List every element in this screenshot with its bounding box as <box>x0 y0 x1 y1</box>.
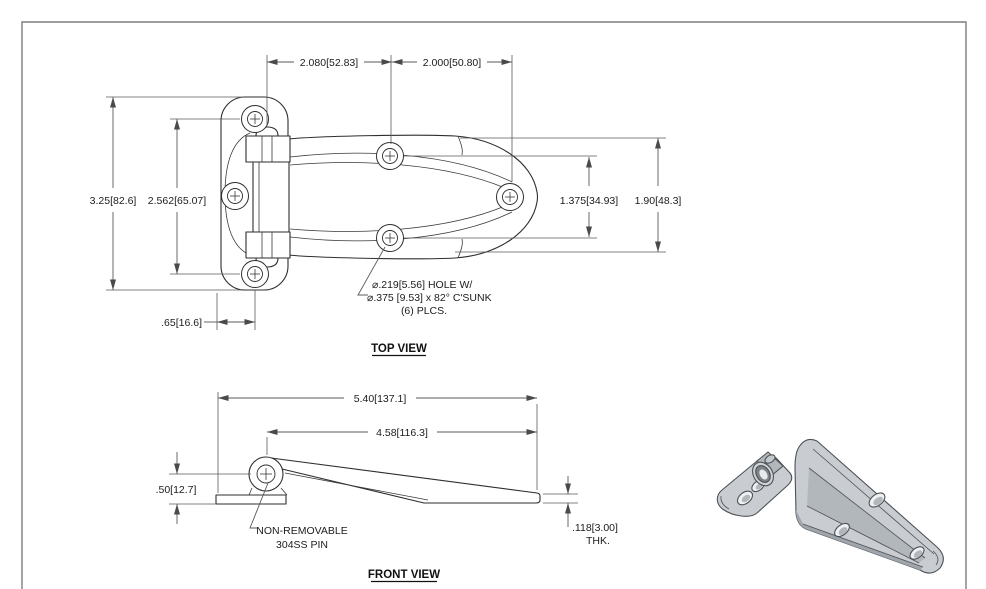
top-view: 2.080[52.83] 2.000[50.80] 3.25[82.6] 2.5… <box>90 55 682 357</box>
front-strap-outline <box>270 457 541 504</box>
hole <box>376 224 404 252</box>
front-view: 5.40[137.1] 4.58[116.3] .50[12.7] .118[3… <box>156 392 618 583</box>
iso-plate-thickness-edge <box>720 495 730 510</box>
front-strap-inner-edge <box>284 472 429 501</box>
dim-hole-spacing: 2.562[65.07] <box>148 195 206 207</box>
dim-strap-length: 4.58[116.3] <box>376 427 428 439</box>
hole <box>241 105 269 133</box>
front-view-part <box>215 456 541 505</box>
pin-note-line2: 304SS PIN <box>276 539 328 551</box>
dim-hole-offset: .65[16.6] <box>161 317 202 329</box>
front-view-label: FRONT VIEW <box>368 569 440 581</box>
dim-top-width-left: 2.080[52.83] <box>300 57 358 69</box>
dim-overall-length: 5.40[137.1] <box>354 393 407 405</box>
hinge-knuckles <box>245 126 291 268</box>
pin-note-line1: NON-REMOVABLE <box>256 525 347 537</box>
hole-note-line1: ⌀.219[5.56] HOLE W/ <box>372 279 472 291</box>
iso-knuckle <box>752 454 776 487</box>
hole-callout: ⌀.219[5.56] HOLE W/ ⌀.375 [9.53] x 82° C… <box>357 246 492 317</box>
iso-strap-shade <box>807 468 925 563</box>
iso-strap <box>794 438 944 574</box>
dim-thickness-suffix: THK. <box>586 535 610 547</box>
dim-pin-height: .50[12.7] <box>156 484 197 496</box>
strap-outline <box>287 134 539 260</box>
dim-strap-hole-spacing: 1.375[34.93] <box>560 195 618 207</box>
top-view-label: TOP VIEW <box>371 343 427 355</box>
pin-callout: NON-REMOVABLE 304SS PIN <box>249 482 348 551</box>
hole <box>221 182 249 210</box>
hole <box>496 183 524 211</box>
iso-view <box>716 438 944 574</box>
top-view-part <box>220 96 539 291</box>
hole-note-line2: ⌀.375 [9.53] x 82° C'SUNK <box>367 292 492 304</box>
hole <box>241 260 269 288</box>
strap-rib-lines <box>289 135 513 259</box>
front-base-plate <box>215 494 287 505</box>
top-view-dimensions: 2.080[52.83] 2.000[50.80] 3.25[82.6] 2.5… <box>90 55 682 330</box>
front-view-dimensions: 5.40[137.1] 4.58[116.3] .50[12.7] .118[3… <box>156 392 618 551</box>
dim-plate-height: 3.25[82.6] <box>90 195 137 207</box>
hole <box>376 142 404 170</box>
hole-note-line3: (6) PLCS. <box>401 305 447 317</box>
dim-top-width-right: 2.000[50.80] <box>423 57 481 69</box>
mounting-holes <box>221 105 524 288</box>
dim-strap-width: 1.90[48.3] <box>635 195 682 207</box>
iso-strap-holes <box>834 492 925 560</box>
dim-thickness: .118[3.00] <box>572 522 618 534</box>
iso-strap-edge-shade <box>796 510 923 570</box>
sheet-border-frame <box>21 21 967 589</box>
